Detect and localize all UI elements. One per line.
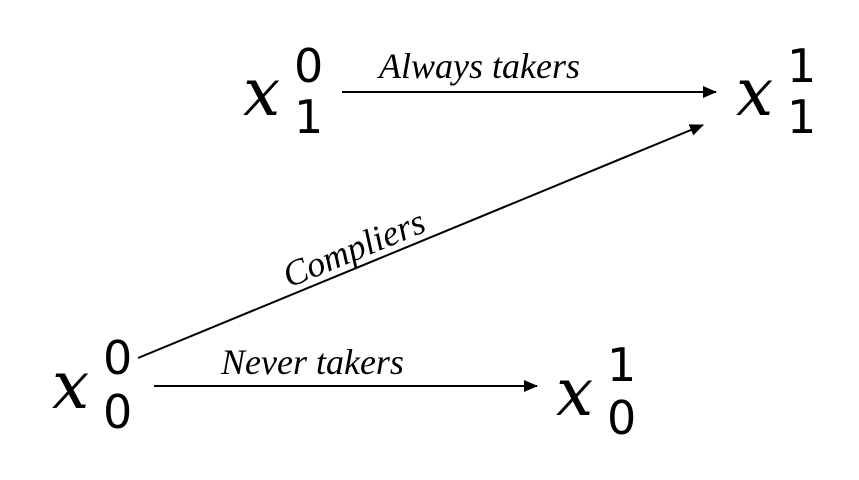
edge-never-takers-label: Never takers	[220, 342, 404, 382]
node-x0-1: x 1 0	[556, 338, 636, 445]
node-x0-0-superscript: 0	[103, 331, 132, 385]
node-x1-1: x 1 1	[736, 39, 816, 144]
node-x0-0-base: x	[52, 347, 89, 424]
node-x0-1-base: x	[556, 354, 593, 431]
node-x0-0-subscript: 0	[103, 385, 132, 439]
node-x1-1-subscript: 1	[787, 90, 816, 144]
node-x1-1-superscript: 1	[787, 39, 816, 93]
edge-always-takers-label: Always takers	[377, 46, 580, 86]
node-x0-1-superscript: 1	[607, 338, 636, 392]
edge-compliers-arrow	[137, 124, 704, 359]
node-x1-1-base: x	[736, 54, 773, 131]
node-x0-1-subscript: 0	[607, 391, 636, 445]
edge-compliers-label: Compliers	[277, 201, 431, 295]
node-x1-0: x 0 1	[243, 39, 323, 144]
node-x1-0-base: x	[243, 54, 280, 131]
node-x1-0-superscript: 0	[294, 39, 323, 93]
node-x0-0: x 0 0	[52, 331, 132, 439]
node-x1-0-subscript: 1	[294, 90, 323, 144]
